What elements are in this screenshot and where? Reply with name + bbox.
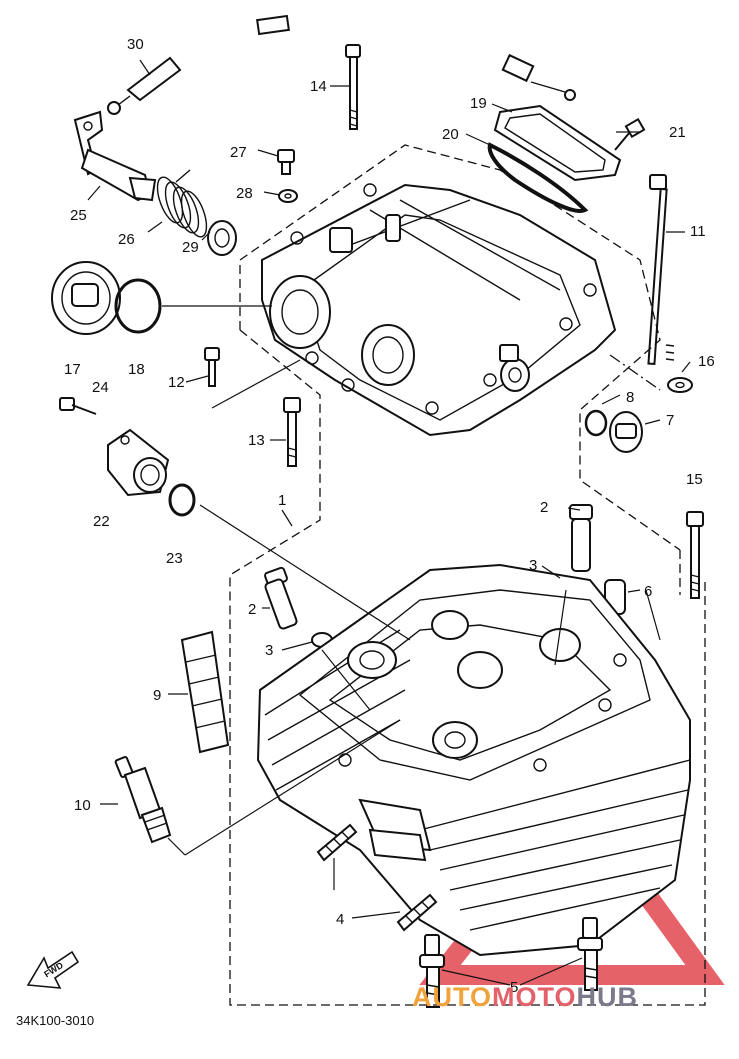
callout-6: 6	[644, 583, 652, 600]
callout-22: 22	[93, 513, 110, 530]
callout-labels: 30 14 19 20 21 27 28 25 26 29 11 17 18 1…	[64, 36, 715, 996]
callout-4: 4	[336, 911, 344, 928]
bolt-24	[59, 397, 97, 415]
bolt-15	[686, 511, 704, 599]
callout-18: 18	[128, 361, 145, 378]
callout-5: 5	[510, 979, 518, 996]
watermark-auto: AUTO	[412, 982, 493, 1012]
bolt-21	[614, 117, 646, 151]
callout-14: 14	[310, 78, 327, 95]
callout-3-upper: 3	[529, 557, 537, 574]
callout-11: 11	[690, 223, 706, 240]
callout-25: 25	[70, 207, 87, 224]
callout-2-lower: 2	[248, 601, 256, 618]
callout-12: 12	[168, 374, 185, 391]
callout-7: 7	[666, 412, 674, 429]
callout-1: 1	[278, 492, 286, 509]
callout-29: 29	[182, 239, 199, 256]
throttle-cable	[107, 14, 576, 115]
callout-13: 13	[248, 432, 265, 449]
bolt-14	[345, 44, 361, 130]
o-ring-18	[114, 278, 162, 334]
callout-9: 9	[153, 687, 161, 704]
bolt-12	[204, 347, 220, 387]
callout-28: 28	[236, 185, 253, 202]
watermark-logo: AUTOMOTOHUB	[412, 982, 638, 1013]
forward-arrow: FWD	[26, 950, 80, 989]
callout-10: 10	[74, 797, 91, 814]
callout-8: 8	[626, 389, 634, 406]
callout-16: 16	[698, 353, 715, 370]
cylinder-head-cover	[261, 183, 617, 437]
callout-19: 19	[470, 95, 487, 112]
valve-guide-2-right	[569, 504, 593, 572]
callout-20: 20	[442, 126, 459, 143]
stud-4-left	[316, 823, 358, 862]
stud-5-left	[419, 934, 445, 1008]
callout-26: 26	[118, 231, 135, 248]
stud-bolt-11	[647, 174, 675, 366]
assembly-boundaries	[229, 144, 706, 1006]
o-ring-23	[168, 483, 196, 517]
callout-17: 17	[64, 361, 81, 378]
callout-3-lower: 3	[265, 642, 273, 659]
o-ring-8	[584, 409, 608, 437]
washer-28	[278, 189, 298, 203]
o-ring-20	[487, 142, 589, 213]
spring-26	[156, 169, 208, 238]
tappet-cover-17	[51, 261, 121, 335]
callout-15: 15	[686, 471, 703, 488]
callout-21: 21	[669, 124, 686, 141]
plug-7	[609, 411, 643, 453]
decompression-lever-25	[73, 110, 157, 202]
spark-plug-sleeve-9	[180, 630, 230, 754]
stud-4-right	[396, 893, 438, 932]
oil-seal-29	[207, 220, 237, 256]
callout-27: 27	[230, 144, 247, 161]
callout-24: 24	[92, 379, 109, 396]
watermark-hub: HUB	[576, 982, 639, 1012]
bolt-13	[283, 397, 301, 467]
valve-guide-2-left	[264, 566, 298, 630]
callout-23: 23	[166, 550, 183, 567]
cover-22	[107, 428, 170, 497]
callout-30: 30	[127, 36, 144, 53]
watermark-moto: MOTO	[492, 982, 577, 1012]
cover-gasket-19	[493, 104, 622, 182]
washer-16	[667, 377, 693, 393]
leader-lines	[87, 59, 691, 986]
callout-2-upper: 2	[540, 499, 548, 516]
cylinder-head	[256, 563, 691, 957]
stud-5-right	[577, 917, 603, 991]
bolt-27	[277, 149, 295, 175]
spark-plug-10	[114, 756, 172, 844]
part-code: 34K100-3010	[16, 1013, 95, 1028]
